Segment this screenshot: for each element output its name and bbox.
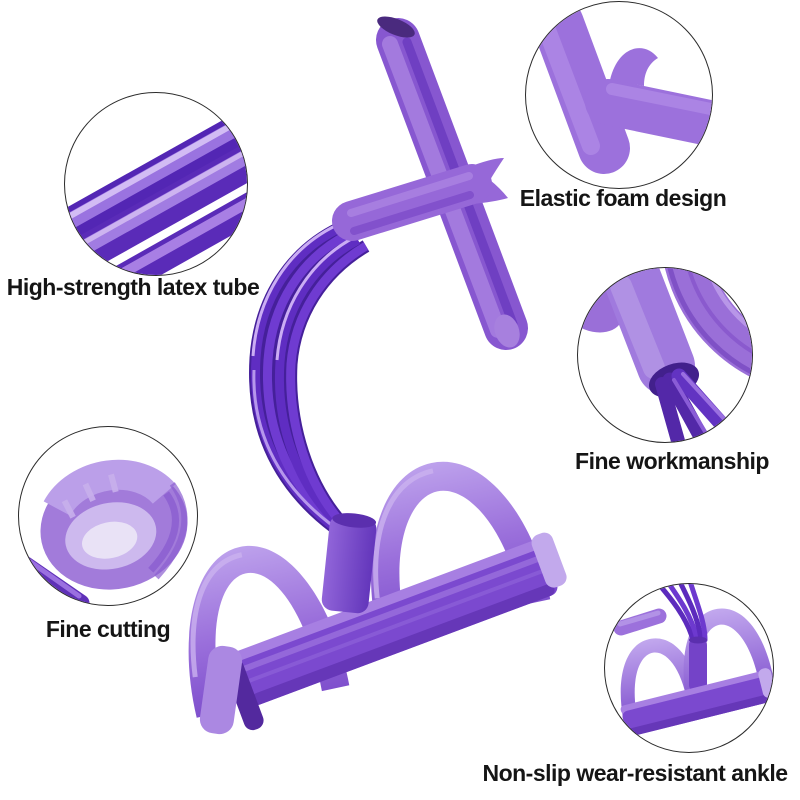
callout-ankle <box>604 583 774 753</box>
tube-connector <box>321 513 377 614</box>
label-foam-design: Elastic foam design <box>519 185 727 211</box>
ankle-detail <box>613 584 773 737</box>
latex-tube-detail <box>65 106 247 275</box>
pedal-bar <box>224 532 567 731</box>
callout-workmanship <box>577 267 753 443</box>
left-loop-foot <box>199 645 243 735</box>
foam-design-detail <box>532 2 712 174</box>
callout-cutting <box>18 426 198 606</box>
left-foot-loop <box>188 545 350 718</box>
mini-pedal-bar <box>620 668 773 737</box>
workmanship-detail <box>578 268 752 442</box>
callout-foam-design <box>525 1 713 189</box>
right-foot-loop <box>370 461 551 636</box>
mini-left-loop <box>620 638 703 721</box>
callout-latex-tube <box>64 92 248 276</box>
label-ankle: Non-slip wear-resistant ankle <box>482 760 788 786</box>
cutting-detail <box>19 459 188 605</box>
foam-handle-cross <box>332 158 508 241</box>
elastic-tubes <box>249 222 370 538</box>
label-workmanship: Fine workmanship <box>575 448 769 474</box>
label-cutting: Fine cutting <box>45 616 171 642</box>
label-latex-tube: High-strength latex tube <box>6 274 260 300</box>
